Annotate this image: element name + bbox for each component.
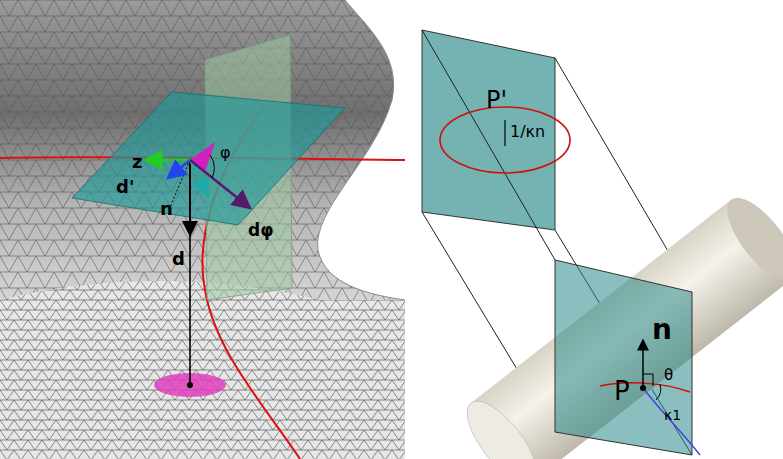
angle-label: φ: [220, 145, 231, 161]
radius-label: 1/κn: [510, 124, 545, 140]
vector-label: d': [116, 178, 134, 196]
vector-label: n: [160, 200, 173, 218]
vector-label: dφ: [248, 222, 273, 239]
point-label: P': [486, 88, 507, 112]
curvature-label: κ1: [664, 408, 681, 422]
angle-label: θ: [664, 368, 673, 383]
point-label: P: [614, 378, 630, 404]
vector-label: z: [132, 153, 142, 171]
normal-label: n: [652, 316, 672, 344]
vector-label: d: [172, 250, 185, 268]
